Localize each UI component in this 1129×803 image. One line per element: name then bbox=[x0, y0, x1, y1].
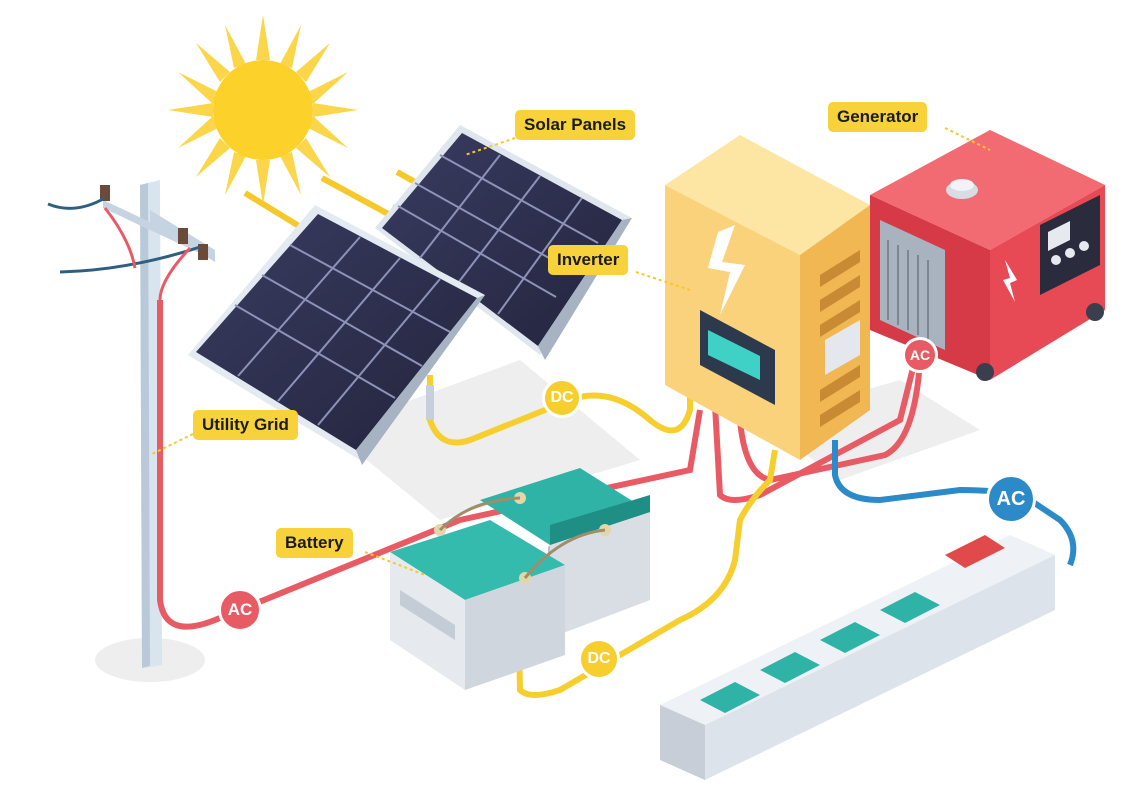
badge-dc-solar: DC bbox=[542, 378, 582, 418]
badge-dc-battery: DC bbox=[578, 638, 620, 680]
ac-grid-wire bbox=[157, 300, 703, 630]
label-inverter: Inverter bbox=[548, 245, 629, 275]
badge-ac-grid: AC bbox=[218, 588, 262, 632]
badge-ac-output: AC bbox=[986, 474, 1036, 524]
dc-battery-wire bbox=[515, 449, 778, 698]
ac-generator-wire bbox=[737, 294, 941, 484]
power-strip bbox=[660, 535, 1055, 780]
generator bbox=[870, 130, 1105, 381]
label-solar-panels: Solar Panels bbox=[515, 110, 636, 140]
badge-ac-generator: AC bbox=[902, 337, 938, 373]
label-utility-grid: Utility Grid bbox=[193, 410, 298, 440]
inverter bbox=[665, 135, 870, 460]
utility-pole bbox=[47, 180, 215, 668]
battery bbox=[390, 468, 650, 690]
sun-rays bbox=[168, 15, 358, 205]
solar-panel-back bbox=[375, 125, 632, 360]
sun-disc bbox=[213, 60, 313, 160]
label-generator: Generator bbox=[828, 102, 928, 132]
solar-panel-front bbox=[188, 205, 485, 465]
callout-leaders bbox=[149, 127, 991, 576]
label-battery: Battery bbox=[276, 528, 353, 558]
sun bbox=[168, 15, 358, 205]
ac-grid-wire-2 bbox=[712, 266, 948, 503]
dc-solar-wire bbox=[427, 375, 693, 446]
